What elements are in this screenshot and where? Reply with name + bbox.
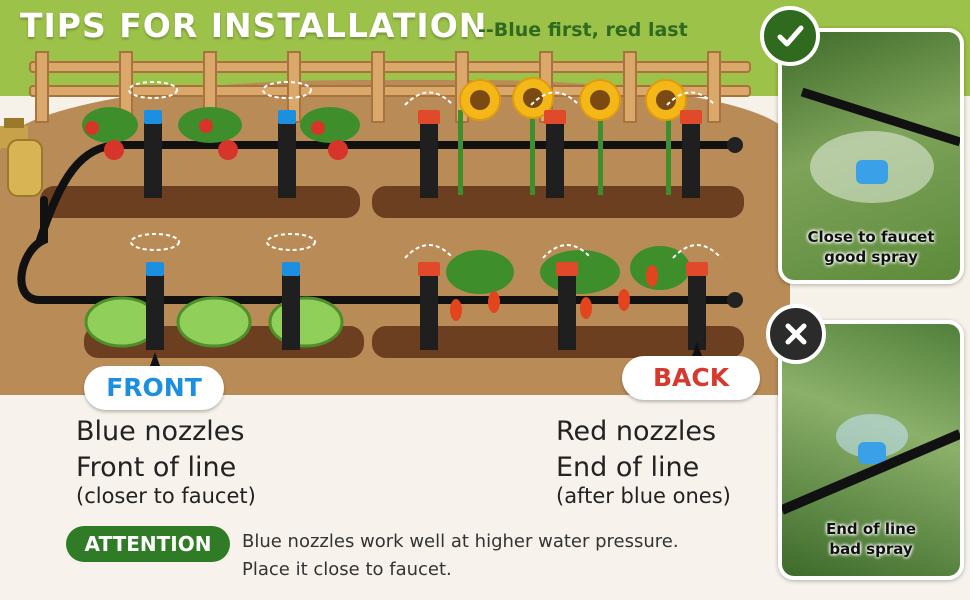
tomato-plants — [82, 107, 360, 160]
fence — [29, 51, 751, 123]
back-line-1: Red nozzles — [556, 416, 717, 447]
good-caption-1: Close to faucet — [807, 228, 935, 246]
drip-hose — [17, 141, 739, 304]
bad-spray-photo: End of line bad spray — [778, 320, 964, 580]
pointer-arrows — [150, 342, 702, 366]
page-subtitle: --Blue first, red last — [478, 19, 688, 41]
faucet-icon — [0, 118, 43, 197]
front-line-1: Blue nozzles — [76, 416, 245, 447]
spray-patterns — [128, 81, 722, 259]
checkmark-icon — [760, 6, 820, 66]
cross-icon — [766, 304, 826, 364]
good-spray-photo: Close to faucet good spray — [778, 28, 964, 284]
good-caption-2: good spray — [824, 248, 918, 266]
back-line-3: (after blue ones) — [556, 484, 731, 508]
back-line-2: End of line — [556, 452, 700, 483]
bad-caption-1: End of line — [825, 520, 917, 538]
front-label: FRONT — [84, 366, 224, 410]
bad-spray-illustration — [782, 414, 960, 515]
attention-text: Blue nozzles work well at higher water p… — [242, 528, 679, 584]
front-line-2: Front of line — [76, 452, 237, 483]
page-title: TIPS FOR INSTALLATION — [20, 6, 488, 45]
attention-line-1: Blue nozzles work well at higher water p… — [242, 531, 679, 552]
back-label: BACK — [622, 356, 760, 400]
attention-line-2: Place it close to faucet. — [242, 559, 452, 580]
stakes — [144, 118, 706, 350]
attention-badge: ATTENTION — [66, 526, 230, 562]
bad-caption-2: bad spray — [829, 540, 913, 558]
blue-nozzles — [144, 110, 300, 276]
good-spray-illustration — [800, 87, 960, 203]
red-nozzles — [418, 110, 708, 276]
cabbages — [84, 296, 344, 348]
sunflowers — [458, 77, 687, 195]
front-line-3: (closer to faucet) — [76, 484, 256, 508]
